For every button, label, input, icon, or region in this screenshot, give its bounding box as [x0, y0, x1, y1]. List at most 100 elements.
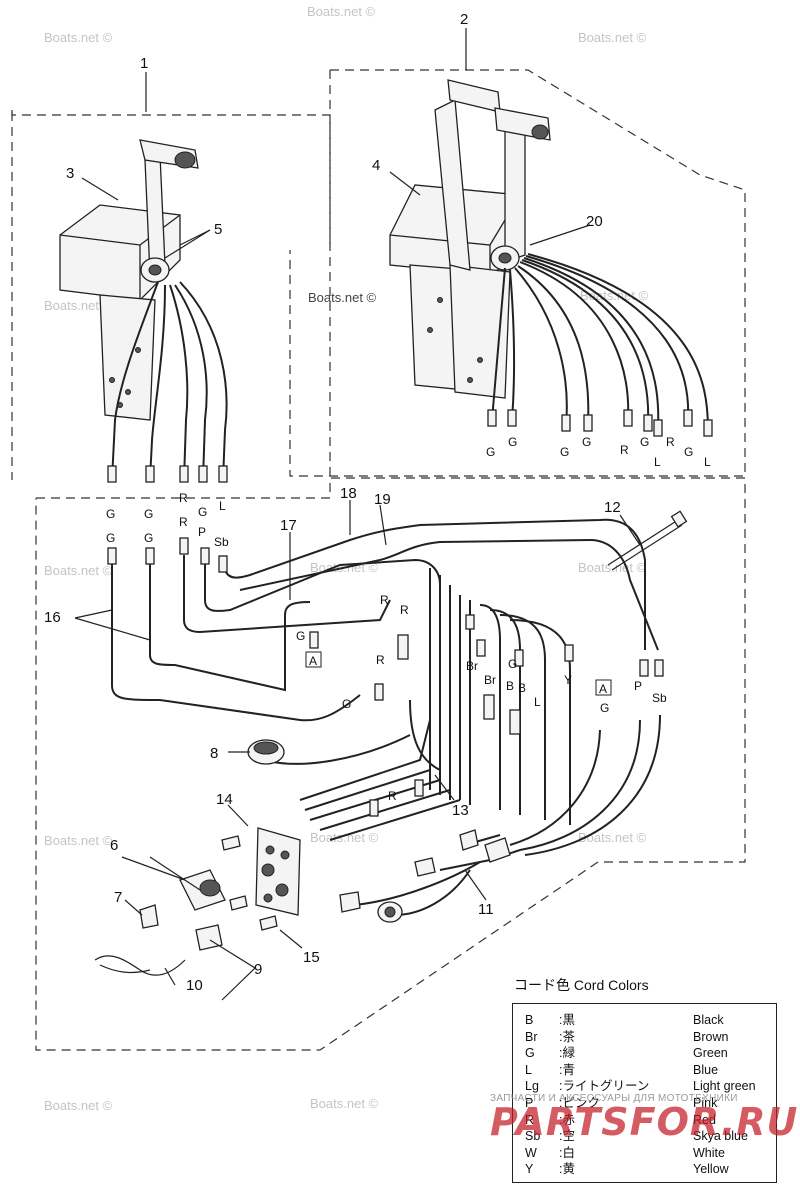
part-number: 6: [110, 837, 118, 854]
wire-color-label: G: [296, 629, 305, 643]
wire-color-label: G: [486, 445, 495, 459]
legend-jp: :空: [559, 1129, 575, 1144]
part-number-labels: 1 2 3 4 5 6 7 8 9 10 11 12 13 14 15 16 1…: [44, 11, 621, 994]
legend-jp: :ピンク: [559, 1095, 600, 1110]
wire-color-label: L: [704, 455, 711, 469]
wire-color-label: G: [684, 445, 693, 459]
shop-tagline: ЗАПЧАСТИ И АКСЕССУАРЫ ДЛЯ МОТОТЕХНИКИ: [490, 1093, 738, 1104]
legend-row: B :黒 Black: [513, 1012, 776, 1029]
part-number: 18: [340, 485, 357, 502]
legend-en: Yellow: [693, 1162, 729, 1177]
legend-code: W: [525, 1145, 537, 1160]
part-number: 17: [280, 517, 297, 534]
watermark: Boats.net ©: [310, 830, 379, 845]
wire-color-label: Br: [466, 659, 478, 673]
wire-color-label: R: [620, 443, 629, 457]
wire-labels-left: G G G G R R G P L Sb: [106, 491, 229, 549]
wire-color-label: P: [634, 679, 642, 693]
group-boundaries: [11, 69, 746, 1051]
legend-jp: :白: [559, 1145, 575, 1160]
wire-color-label: Sb: [652, 691, 667, 705]
legend-en: Green: [693, 1046, 728, 1061]
legend-jp: :緑: [559, 1046, 575, 1061]
wire-color-label: G: [508, 435, 517, 449]
cable-tie: [607, 510, 688, 571]
shop-watermark: ЗАПЧАСТИ И АКСЕССУАРЫ ДЛЯ МОТОТЕХНИКИ PA…: [490, 1093, 797, 1144]
legend-jp: :黒: [559, 1013, 575, 1027]
part-number: 10: [186, 977, 203, 994]
part-number: 19: [374, 491, 391, 508]
part-number: 2: [460, 11, 468, 28]
wire-color-label: B: [518, 681, 526, 695]
reference-markers: A A: [305, 651, 612, 696]
part-number: 12: [604, 499, 621, 516]
wire-color-label: R: [400, 603, 409, 617]
part-number: 13: [452, 802, 469, 819]
connectors: [107, 409, 713, 817]
single-lever-control: [59, 139, 199, 421]
part-number: 1: [140, 55, 148, 72]
watermark: Boats.net ©: [308, 290, 377, 305]
leader-lines: [74, 28, 641, 1001]
wire-labels-top: G G G G R L G R G L: [486, 435, 711, 469]
wire-color-label: L: [219, 499, 226, 513]
legend-en: Skya blue: [693, 1129, 748, 1144]
part-number: 5: [214, 221, 222, 238]
legend-en: Black: [693, 1013, 724, 1027]
legend-code: Sb: [525, 1129, 541, 1144]
watermark: Boats.net ©: [580, 288, 649, 303]
wire-color-label: Br: [484, 673, 496, 687]
wire-labels-middle: R R G R G Br G B L Y G Br B P Sb R: [296, 593, 667, 803]
wire-color-label: G: [106, 531, 115, 545]
wires-upper-right: [491, 253, 709, 431]
wire-color-label: R: [376, 653, 385, 667]
part-number: 16: [44, 609, 61, 626]
legend-en: Red: [693, 1112, 716, 1127]
legend-en: Pink: [693, 1095, 718, 1110]
part-number: 9: [254, 961, 262, 978]
wire-color-label: G: [582, 435, 591, 449]
buzzer: [247, 739, 285, 765]
legend-code: B: [525, 1013, 534, 1027]
legend-en: Light green: [693, 1079, 756, 1094]
watermark: Boats.net ©: [578, 30, 647, 45]
watermark: Boats.net ©: [44, 1098, 113, 1113]
wire-color-label: P: [198, 525, 206, 539]
wire-color-label: R: [666, 435, 675, 449]
watermark: Boats.net ©: [44, 563, 113, 578]
part-number: 8: [210, 745, 218, 762]
part-number: 20: [586, 213, 603, 230]
wire-color-label: L: [654, 455, 661, 469]
wire-color-label: R: [179, 515, 188, 529]
legend-jp: :ライトグリーン: [559, 1079, 650, 1094]
wire-color-label: G: [106, 507, 115, 521]
wire-color-label: G: [640, 435, 649, 449]
legend-en: Blue: [693, 1062, 719, 1077]
wire-color-label: G: [342, 697, 351, 711]
legend-jp: :青: [559, 1062, 575, 1077]
wire-color-label: R: [179, 491, 188, 505]
legend-en: Brown: [693, 1029, 729, 1044]
watermark: Boats.net ©: [578, 560, 647, 575]
part-number: 14: [216, 791, 233, 808]
legend-row: L :青 Blue: [513, 1062, 776, 1079]
watermark: Boats.net ©: [44, 833, 113, 848]
watermark: Boats.net ©: [307, 4, 376, 19]
wire-color-label: G: [144, 531, 153, 545]
part-number: 11: [478, 901, 494, 918]
wire-color-label: G: [198, 505, 207, 519]
reference-marker-a: A: [309, 654, 317, 668]
part-number: 3: [66, 165, 74, 182]
legend-title: コード色 Cord Colors: [514, 977, 649, 993]
wires-lower: [111, 518, 661, 916]
legend-code: L: [525, 1062, 532, 1077]
